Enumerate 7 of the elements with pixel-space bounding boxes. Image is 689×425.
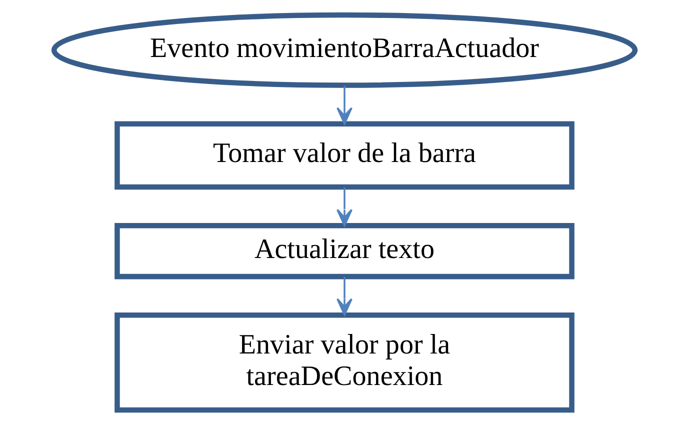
arrow	[336, 276, 352, 316]
node-box: Enviar valor por la tareaDeConexion	[114, 312, 574, 413]
node-box: Tomar valor de la barra	[114, 121, 574, 190]
node-ellipse: Evento movimientoBarraActuador	[51, 12, 638, 88]
arrow	[336, 86, 352, 125]
node-box: Actualizar texto	[114, 223, 574, 280]
arrow	[336, 187, 352, 226]
